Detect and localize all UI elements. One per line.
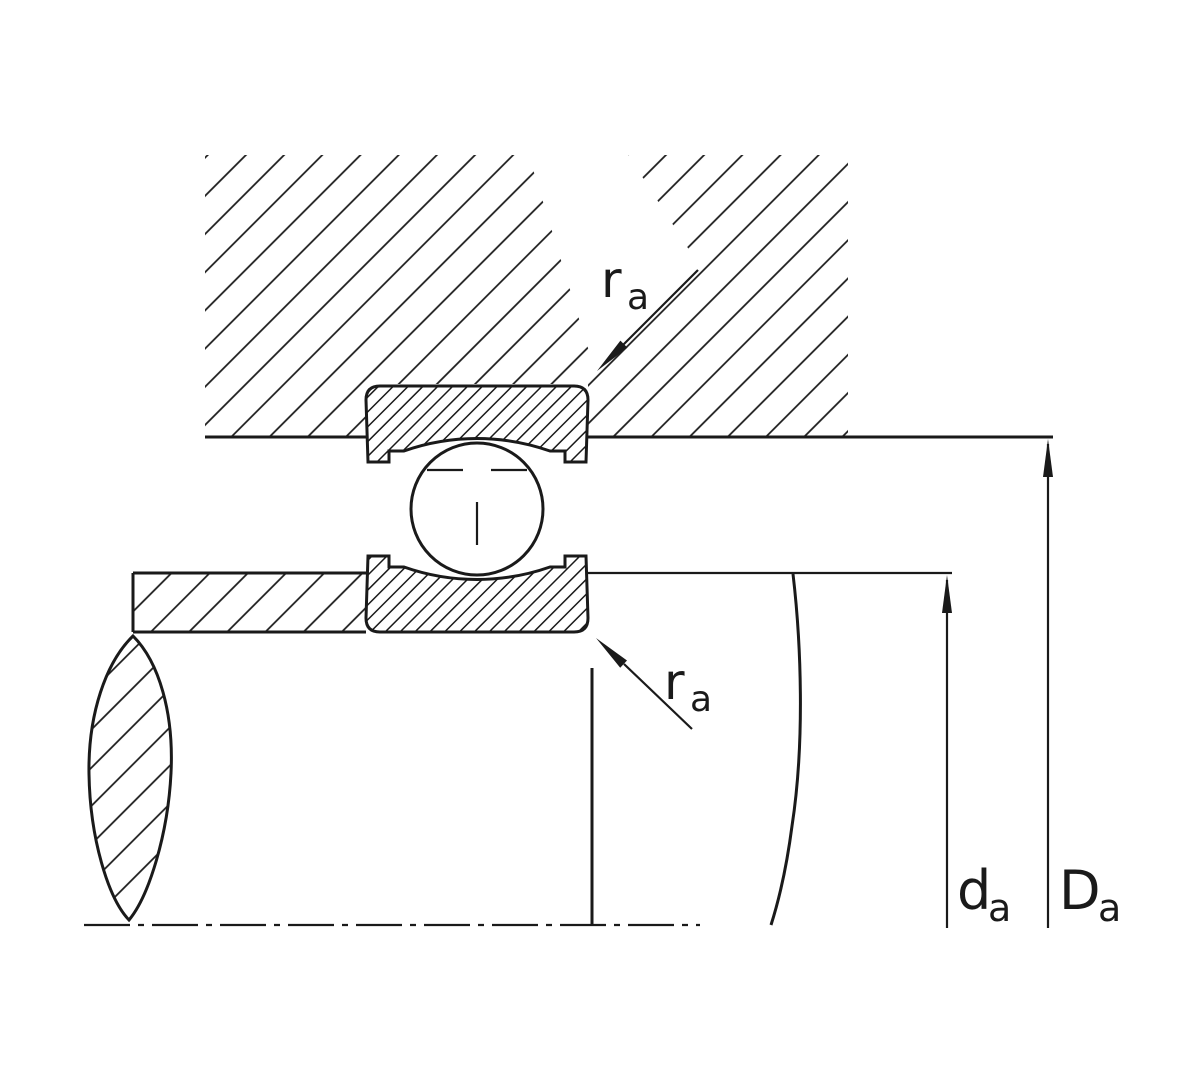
housing-section-hatch: [205, 155, 848, 437]
dim-arrow-da: [942, 575, 952, 613]
bearing-inner-ring: [364, 554, 590, 634]
leader-line-ra-top: [620, 269, 699, 348]
label-ra-top-sub: a: [627, 277, 649, 318]
leader-arrow-ra-top: [597, 340, 628, 371]
leader-line-ra-bottom: [623, 663, 693, 730]
label-ra-bottom-main: r: [664, 653, 685, 711]
shaft-group: [84, 571, 802, 927]
label-ra-top: r a: [601, 251, 649, 318]
label-group: r a r a d a D a: [601, 251, 1121, 930]
label-da-sub: a: [988, 886, 1011, 930]
label-Da-sub: a: [1098, 886, 1121, 930]
label-da: d a: [957, 859, 1011, 930]
shaft-fillet-section: [87, 633, 173, 923]
label-ra-bottom: r a: [664, 653, 712, 720]
label-ra-bottom-sub: a: [690, 679, 712, 720]
bearing-group: [364, 384, 590, 634]
housing-group: [205, 153, 1053, 439]
dimension-group: [588, 269, 1053, 928]
hatch-clearance-area: [528, 153, 702, 374]
label-da-main: d: [957, 859, 991, 922]
bearing-outer-ring: [364, 384, 590, 464]
dim-arrow-Da: [1043, 439, 1053, 477]
label-ra-top-main: r: [601, 251, 622, 309]
label-Da: D a: [1059, 859, 1121, 930]
shaft-shoulder-hatch: [133, 573, 366, 632]
label-Da-main: D: [1059, 859, 1101, 922]
shaft-contour-curve: [769, 573, 802, 926]
leader-arrow-ra-bottom: [596, 638, 627, 668]
